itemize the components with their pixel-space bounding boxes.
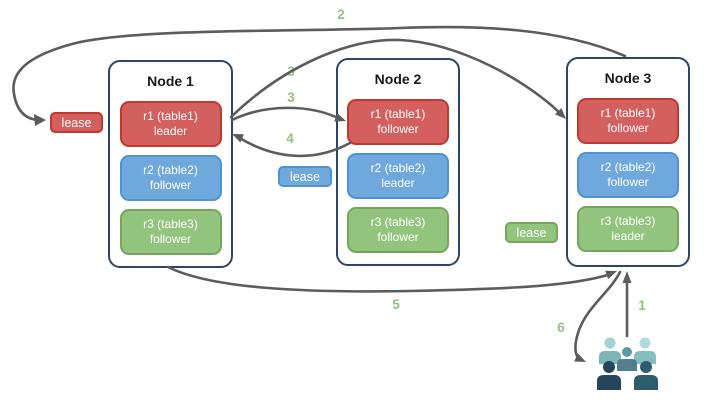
node-3-range-r2: r2 (table2) follower [577, 152, 679, 198]
step-label-5: 5 [392, 297, 400, 312]
range-role: leader [611, 229, 645, 243]
node-3-range-r3: r3 (table3) leader [577, 206, 679, 252]
range-label-line1: r1 (table1) [370, 107, 426, 121]
range-role: leader [153, 124, 188, 138]
range-label-line1: r3 (table3) [600, 214, 656, 228]
range-role: leader [381, 176, 415, 190]
step-label-2: 2 [337, 7, 345, 22]
arrowhead-step-6 [574, 353, 586, 362]
range-label-line1: r1 (table1) [600, 106, 656, 120]
arrow-step-6 [574, 270, 622, 362]
step-label-3-lower: 3 [287, 90, 295, 105]
lease-badge-red: lease [50, 112, 103, 133]
range-label-line1: r2 (table2) [370, 161, 426, 175]
node-2: Node 2 r1 (table1) follower r2 (table2) … [336, 58, 460, 266]
node-3-range-r1: r1 (table1) follower [577, 98, 679, 144]
node-2-range-r1: r1 (table1) follower [347, 99, 449, 145]
range-role: follower [149, 232, 192, 246]
range-label-line1: r2 (table2) [143, 163, 198, 177]
arrow-step-3-to-node2 [230, 106, 346, 122]
step-label-1: 1 [638, 298, 646, 313]
step-label-6: 6 [557, 320, 565, 335]
arrowhead-step-5 [605, 270, 617, 280]
step-label-3-upper: 3 [287, 64, 295, 79]
range-role: follower [377, 122, 419, 136]
arrow-step-5 [166, 265, 617, 293]
node-3: Node 3 r1 (table1) follower r2 (table2) … [566, 57, 690, 267]
arrow-step-1 [622, 271, 632, 338]
node-1-title: Node 1 [147, 73, 194, 89]
arrowhead-step-1 [622, 271, 632, 283]
arrowhead-step-2 [34, 114, 46, 126]
node-1-range-r2: r2 (table2) follower [119, 155, 222, 201]
range-role: follower [149, 178, 192, 192]
range-label-line1: r3 (table3) [143, 217, 198, 231]
arrow-step-2 [12, 25, 627, 126]
node-1-range-r1: r1 (table1) leader [119, 101, 222, 147]
step-label-4: 4 [286, 131, 294, 146]
users-icon [597, 337, 658, 390]
node-2-range-r2: r2 (table2) leader [347, 153, 449, 199]
arrowhead-step-4 [232, 134, 244, 143]
range-label-line1: r1 (table1) [143, 109, 198, 123]
range-role: follower [607, 121, 649, 135]
lease-badge-green: lease [505, 222, 558, 243]
arrowhead-step-3-node3 [555, 108, 566, 119]
range-label-line1: r2 (table2) [600, 160, 656, 174]
lease-badge-blue: lease [278, 166, 332, 187]
range-role: follower [377, 230, 419, 244]
node-3-title: Node 3 [604, 70, 652, 86]
node-1: Node 1 r1 (table1) leader r2 (table2) fo… [108, 60, 233, 268]
node-2-range-r3: r3 (table3) follower [347, 207, 449, 253]
node-2-title: Node 2 [374, 71, 422, 87]
range-role: follower [607, 175, 649, 189]
range-label-line1: r3 (table3) [370, 215, 426, 229]
node-1-range-r3: r3 (table3) follower [119, 209, 222, 255]
